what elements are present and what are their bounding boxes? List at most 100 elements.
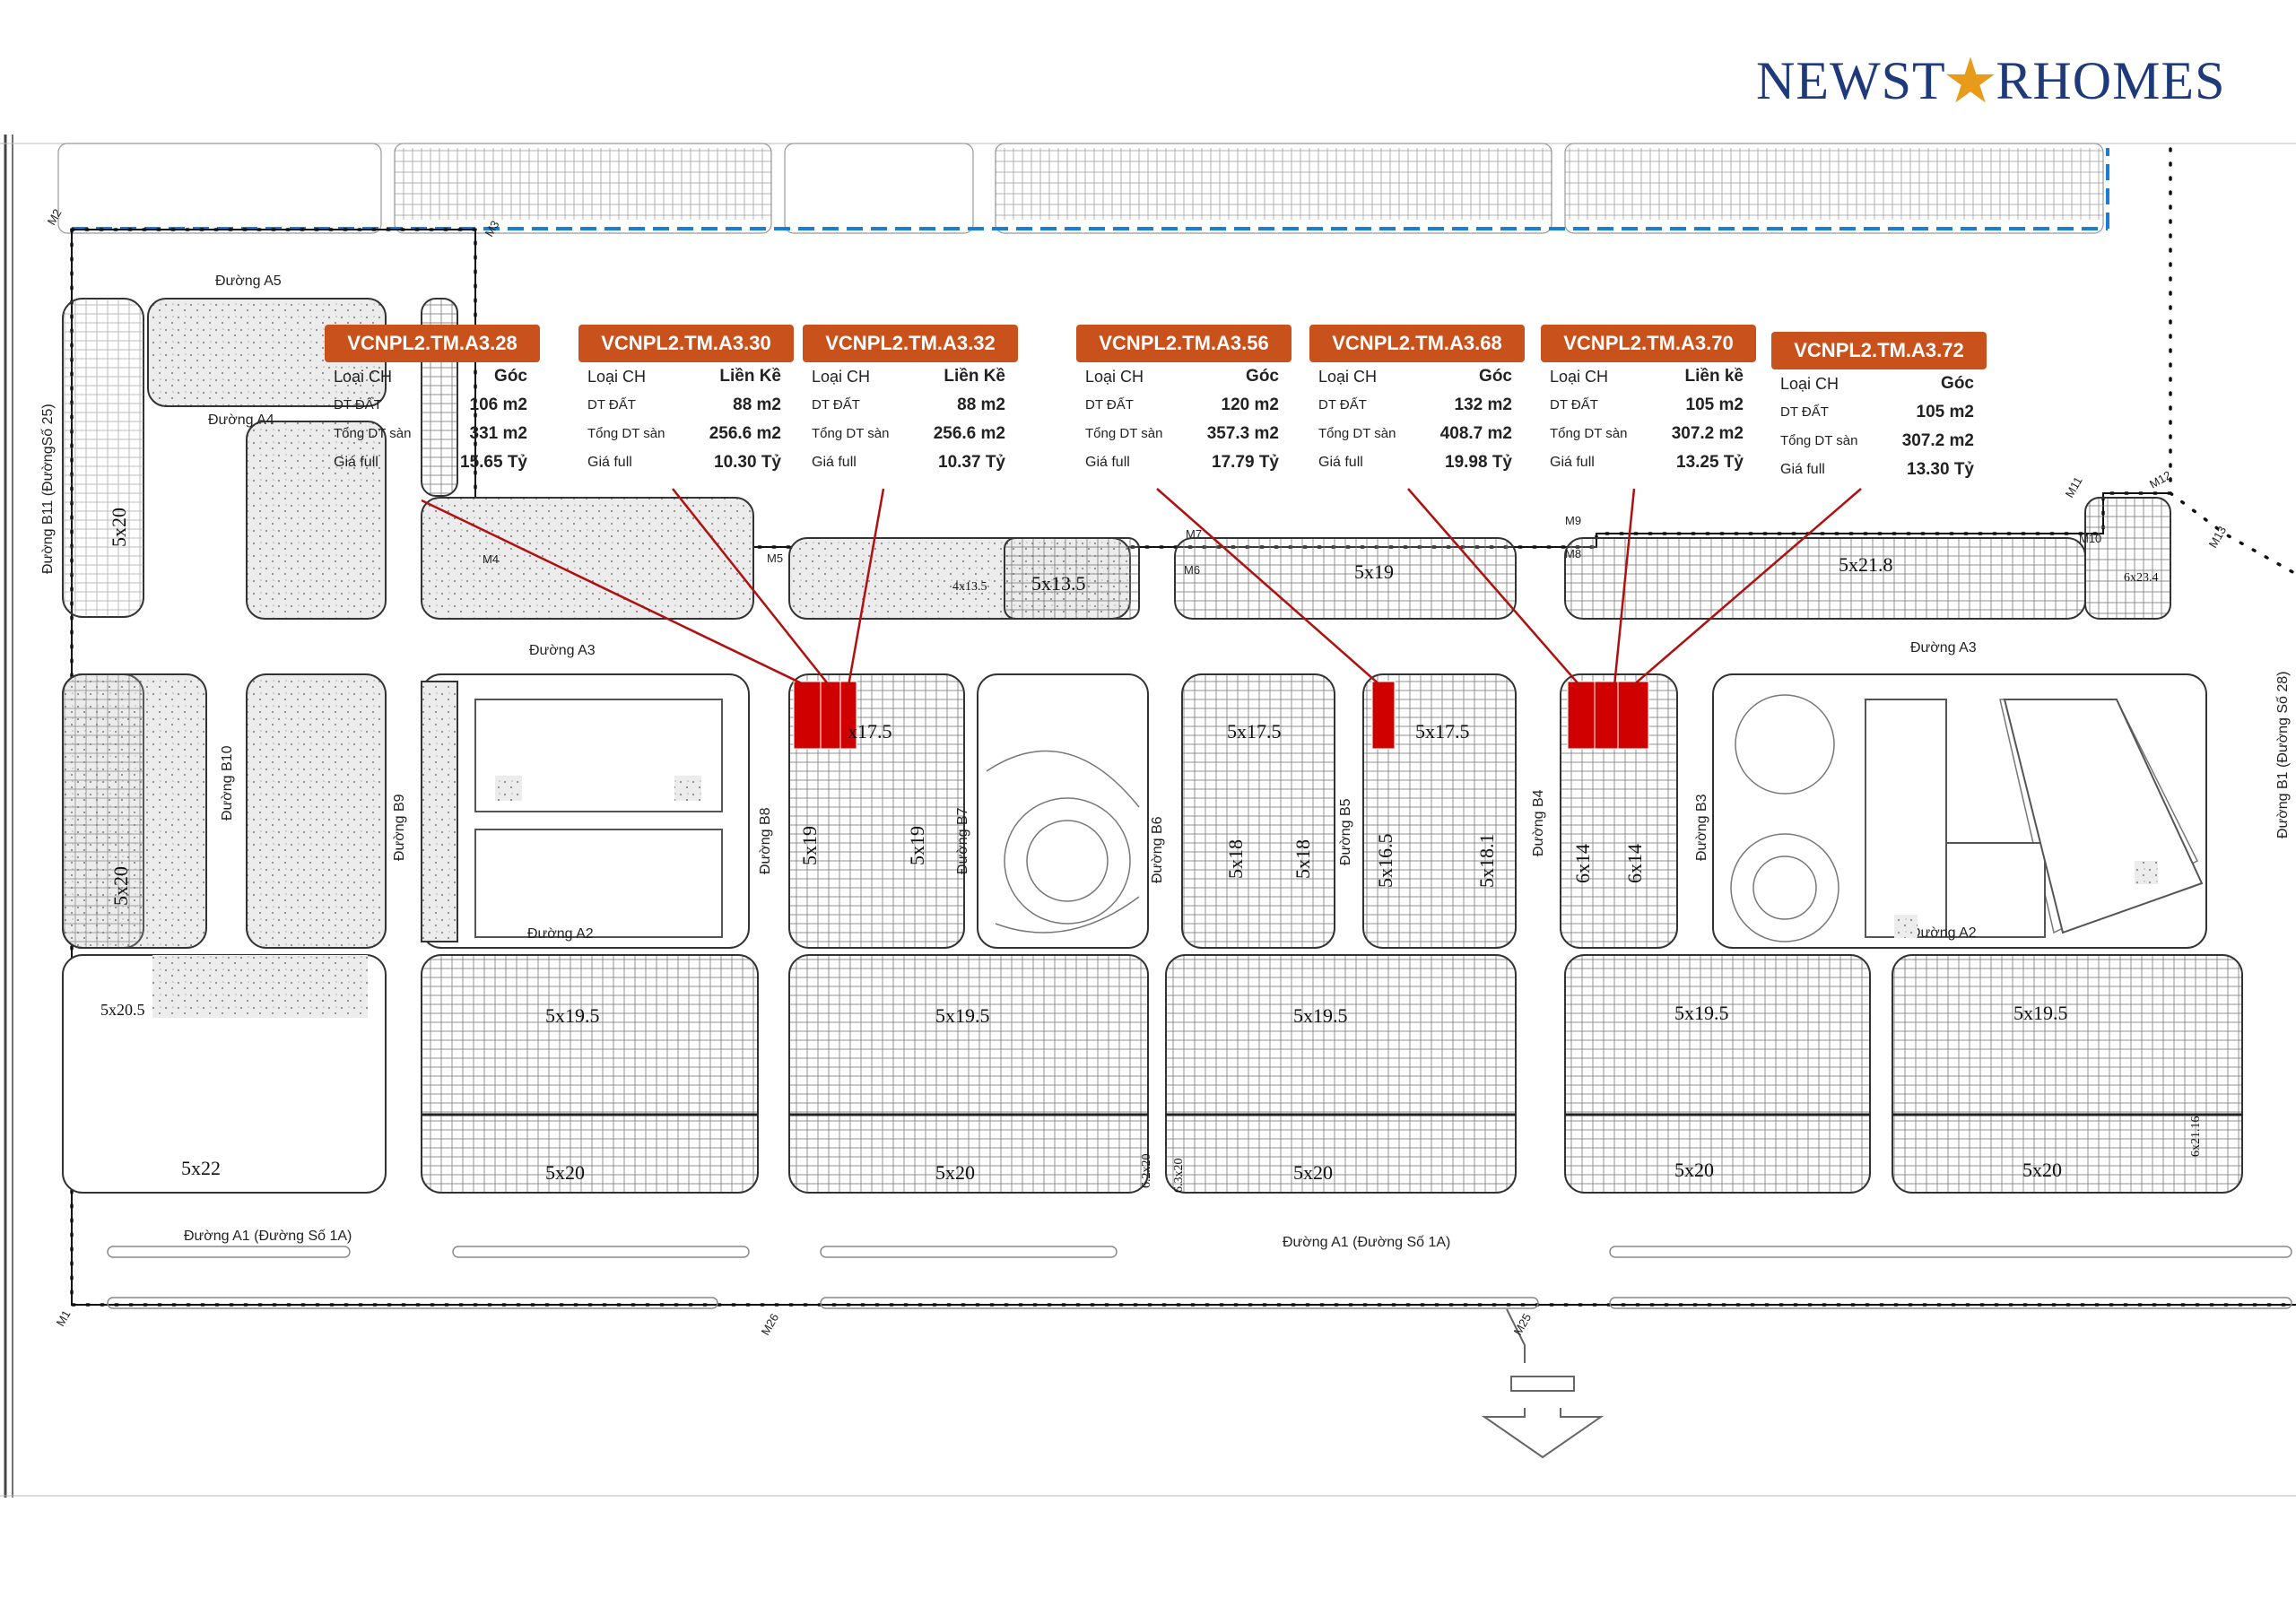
value: 256.6 m2 (709, 424, 781, 443)
lot-dim: 5x18 (1224, 839, 1247, 879)
lot-a3-72 (1617, 681, 1649, 750)
lot-code: VCNPL2.TM.A3.72 (1771, 332, 1987, 369)
value: 17.79 Tỷ (1212, 453, 1279, 472)
road-b7: Đường B7 (955, 807, 970, 874)
label: Tổng DT sàn (812, 426, 890, 441)
lot-dim: 6x14 (1623, 844, 1646, 883)
lot-a3-56 (1371, 681, 1396, 750)
label: Giá full (1085, 455, 1130, 470)
value: 105 m2 (1916, 403, 1974, 421)
lot-dim: 5x19 (798, 826, 821, 865)
value: 331 m2 (469, 424, 527, 443)
lot-dim: 5x19 (1354, 560, 1394, 583)
lot-dim: 4x13.5 (952, 580, 987, 594)
lot-a3-28 (793, 681, 822, 750)
value: Liền Kề (944, 367, 1005, 386)
road-b5: Đường B5 (1338, 798, 1353, 865)
lot-a3-70 (1594, 681, 1619, 750)
value: 132 m2 (1454, 395, 1512, 414)
brand-logo: NEWST★RHOMES (1756, 45, 2224, 117)
label: DT ĐẤT (587, 397, 636, 413)
label: Tổng DT sàn (1780, 433, 1858, 448)
marker: M10 (2079, 532, 2101, 545)
label: Loại CH (1780, 375, 1839, 393)
top-blocks (57, 143, 2104, 234)
marker: M5 (767, 551, 783, 565)
value: 15.65 Tỷ (460, 453, 527, 472)
label: DT ĐẤT (1318, 397, 1367, 413)
card-row-price: Giá full 15.65 Tỷ (325, 448, 540, 477)
row-1-blocks (62, 298, 2171, 620)
label: Tổng DT sàn (334, 426, 412, 441)
lot-a3-30 (820, 681, 841, 750)
star-icon: ★ (1942, 47, 2000, 117)
value: Liền Kề (719, 367, 781, 386)
card-row-floor: Tổng DT sàn 307.2 m2 (1771, 427, 1987, 456)
value: Góc (1479, 367, 1512, 386)
road-b11: Đường B11 (ĐườngSố 25) (40, 404, 56, 574)
road-b1: Đường B1 (Đường Số 28) (2275, 672, 2291, 838)
lot-dim: 5x19.5 (545, 1004, 600, 1027)
value: Góc (1941, 374, 1974, 393)
lot-dim: 5x20 (1293, 1161, 1333, 1184)
marker: M6 (1184, 563, 1200, 577)
label: Giá full (587, 455, 632, 470)
road-a3: Đường A3 (529, 643, 596, 658)
value: 408.7 m2 (1439, 424, 1512, 443)
leader-lines (421, 488, 1862, 688)
label: Tổng DT sàn (1550, 426, 1628, 441)
row-3-blocks (62, 954, 2243, 1194)
road-a4: Đường A4 (208, 413, 274, 428)
label: Giá full (334, 455, 378, 470)
marker: M11 (2063, 474, 2085, 500)
road-a5: Đường A5 (215, 274, 282, 289)
value: 307.2 m2 (1901, 431, 1974, 450)
value: 88 m2 (733, 395, 781, 414)
lot-dim: x17.5 (848, 720, 892, 743)
value: Góc (1246, 367, 1279, 386)
lot-dim: 5x20 (935, 1161, 975, 1184)
lot-dim: 6x23.4 (2124, 571, 2159, 585)
marker: M4 (483, 552, 499, 566)
label: DT ĐẤT (334, 397, 382, 413)
road-b3: Đường B3 (1694, 794, 1709, 861)
marker: M9 (1565, 514, 1581, 527)
lot-dim: 5x16.5 (1374, 834, 1396, 889)
card-row-land: DT ĐẤT 88 m2 (578, 391, 794, 420)
card-row-floor: Tổng DT sàn 331 m2 (325, 420, 540, 448)
lot-dim: 6x14 (1571, 844, 1594, 883)
value: 10.37 Tỷ (938, 453, 1005, 472)
lot-dim: 5x20 (109, 866, 132, 906)
value: 13.30 Tỷ (1907, 460, 1974, 479)
building-b3-b (1945, 842, 2046, 938)
lot-code: VCNPL2.TM.A3.56 (1076, 325, 1292, 362)
lot-dim: 5x19.5 (1293, 1004, 1348, 1027)
road-a1-right: Đường A1 (Đường Số 1A) (1283, 1235, 1450, 1250)
lot-a3-68 (1567, 681, 1596, 750)
lot-code: VCNPL2.TM.A3.68 (1309, 325, 1525, 362)
brand-prefix: NEWST (1756, 50, 1946, 110)
lot-code: VCNPL2.TM.A3.30 (578, 325, 794, 362)
marker: M7 (1186, 527, 1202, 541)
lot-dim: 5x19 (906, 826, 928, 865)
road-labels: Đường A5 Đường A4 Đường A3 Đường A3 Đườn… (40, 274, 2291, 1250)
marker: M1 (54, 1307, 74, 1328)
lot-dim: 5x20.5 (100, 1001, 145, 1019)
